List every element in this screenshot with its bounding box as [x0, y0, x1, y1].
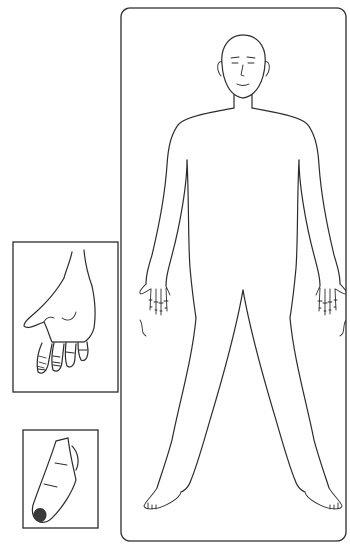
fingertip-highlight-mark — [34, 508, 47, 522]
hand-inset-panel — [13, 242, 118, 392]
main-body-panel — [121, 8, 346, 541]
finger-inset-panel — [23, 430, 98, 528]
hand-inset-frame — [13, 242, 118, 392]
main-panel-frame — [121, 8, 346, 541]
